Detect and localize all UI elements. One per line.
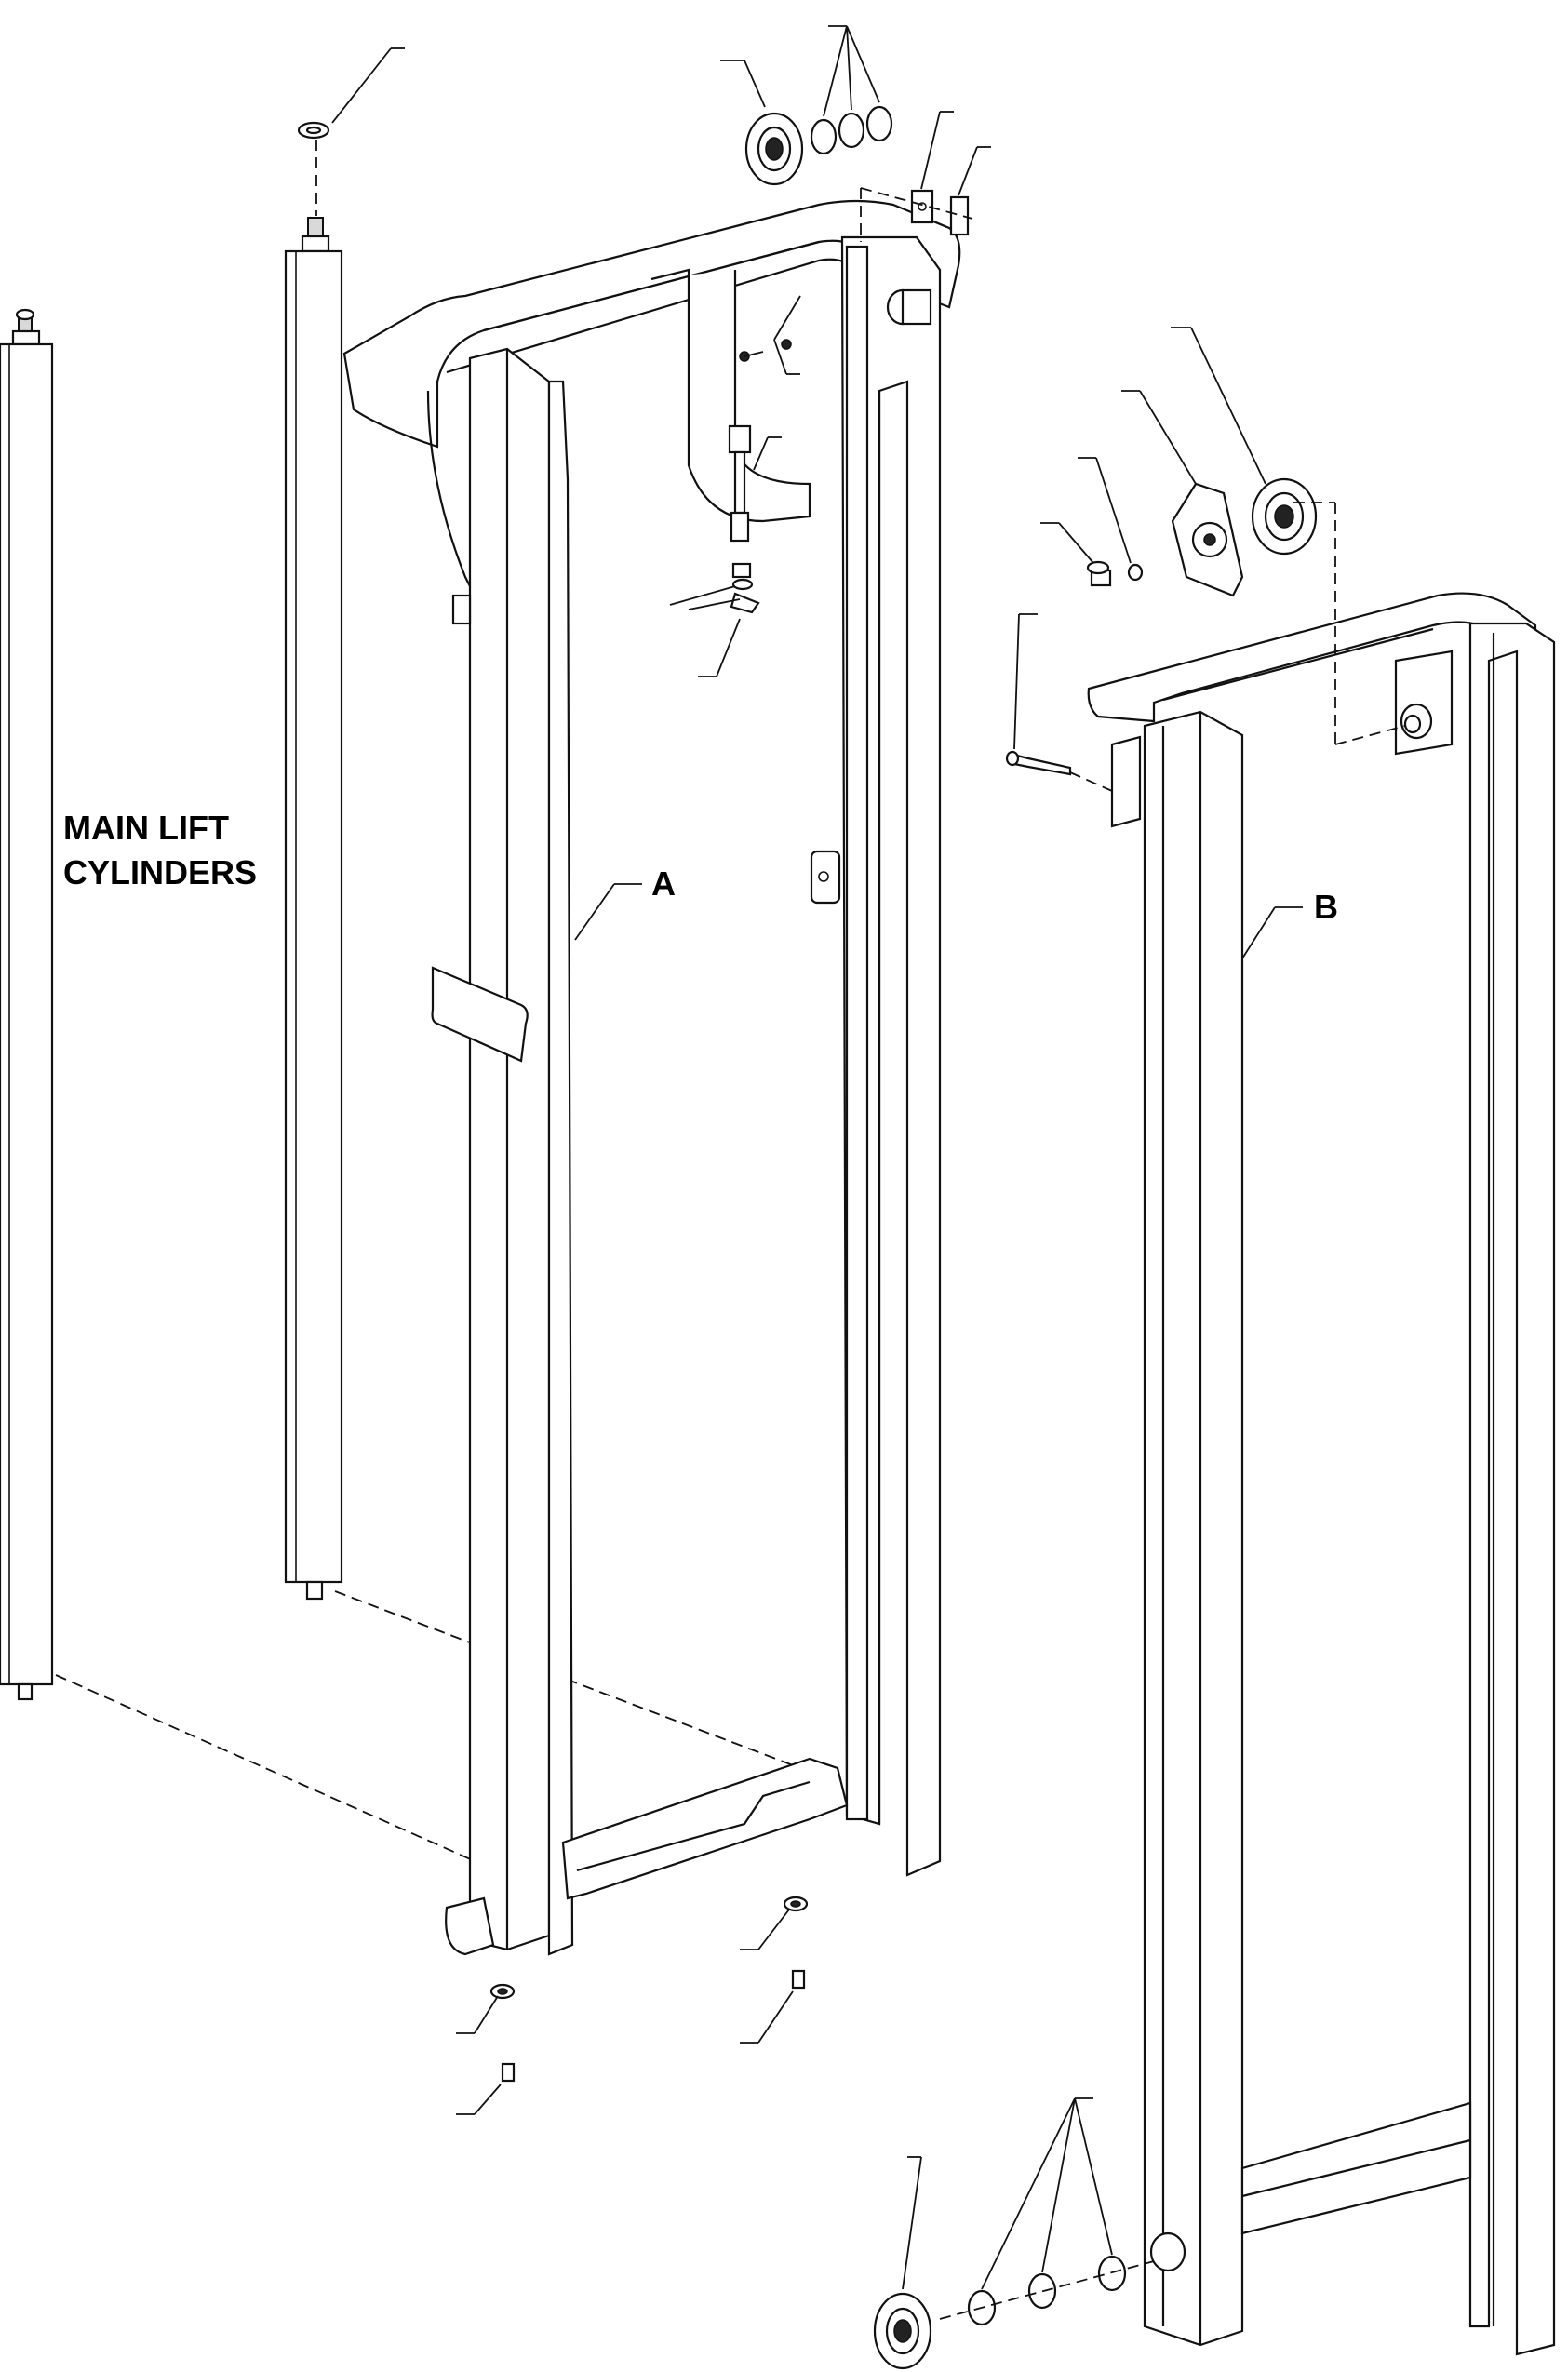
chain-anchor-hardware [669,295,801,677]
mast-assembly-a [342,199,961,1956]
top-sheave-assembly-b [1005,327,1406,792]
assembly-a-label: A [651,864,676,903]
leader-a [574,883,615,941]
bottom-roller-assembly-b [873,2097,1186,2370]
leader-b [1241,906,1276,959]
main-lift-cylinder-right [284,47,405,1601]
top-roller-assembly-a [720,25,991,326]
assembly-b-label: B [1314,888,1338,926]
mast-assembly-b [1087,592,1556,2356]
bottom-hardware-a [456,1896,809,2115]
main-lift-cylinders-label-line1: MAIN LIFT [63,809,229,847]
main-lift-cylinders-label-line2: CYLINDERS [63,853,257,891]
dashed-install-line-1 [55,1674,476,1862]
main-lift-cylinder-left [0,308,54,1701]
